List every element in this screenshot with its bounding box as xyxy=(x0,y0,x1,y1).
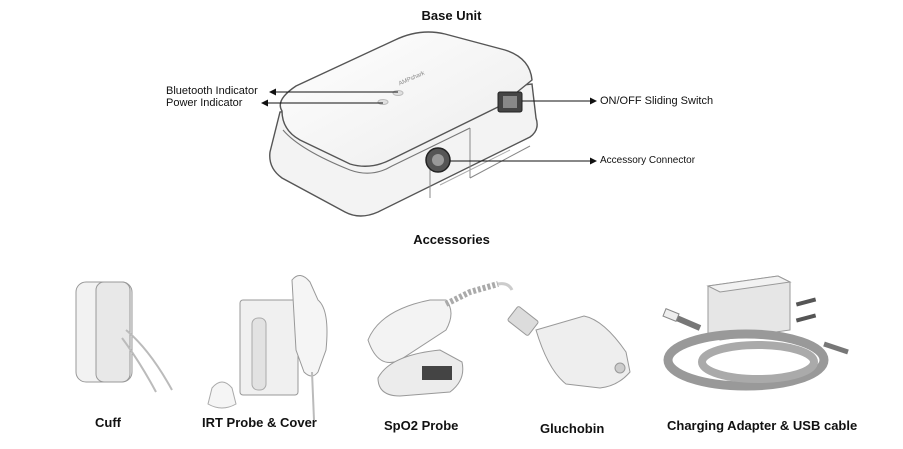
accessories-title: Accessories xyxy=(0,232,903,247)
finger-clip-probe-icon xyxy=(368,284,512,396)
thermometer-probe-icon xyxy=(208,275,327,420)
charger-cable-icon xyxy=(663,276,848,386)
bluetooth-indicator-dot xyxy=(393,91,403,96)
accessory-caption-charger: Charging Adapter & USB cable xyxy=(667,418,857,433)
power-indicator-label: Power Indicator xyxy=(166,97,242,109)
power-indicator-dot xyxy=(378,100,388,105)
accessory-caption-irt-probe: IRT Probe & Cover xyxy=(202,415,317,430)
switch-label: ON/OFF Sliding Switch xyxy=(600,95,713,107)
base-unit-device xyxy=(270,32,537,216)
cuff-icon xyxy=(76,282,172,392)
accessory-connector xyxy=(426,148,450,172)
bluetooth-indicator-label: Bluetooth Indicator xyxy=(166,85,258,97)
on-off-switch xyxy=(498,92,522,112)
accessory-caption-gluchobin: Gluchobin xyxy=(540,421,604,436)
connector-label: Accessory Connector xyxy=(600,155,695,166)
glucose-adapter-icon xyxy=(507,306,630,388)
accessory-caption-spo2-probe: SpO2 Probe xyxy=(384,418,458,433)
base-unit-title: Base Unit xyxy=(0,8,903,23)
accessory-caption-cuff: Cuff xyxy=(95,415,121,430)
